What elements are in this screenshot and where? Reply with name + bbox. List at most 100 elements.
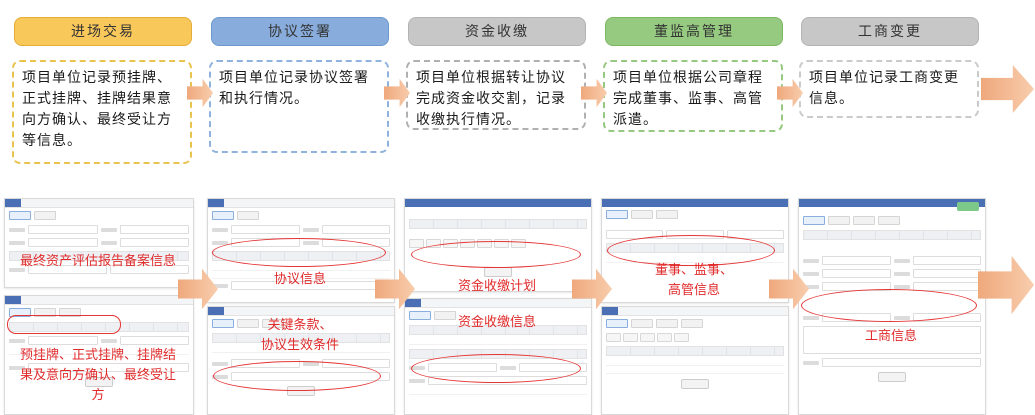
mini-label [100,240,117,245]
mini-button [85,377,113,387]
flow-arrow [581,78,607,108]
mini-titlebar [602,199,788,207]
mini-tab [212,211,234,220]
mini-tab [9,211,31,220]
flow-arrow [187,78,213,108]
mini-tab [9,308,31,317]
mini-form-row [5,223,193,236]
mini-label [212,283,228,288]
mini-tab [59,308,81,317]
stage-header-entry-trading: 进场交易 [14,17,192,46]
mini-toolbar-button [674,333,689,342]
mini-label [100,338,117,343]
stage-header-fund-collection: 资金收缴 [408,17,586,46]
mini-field [119,225,189,234]
flow-arrow [178,268,218,310]
mini-tab [237,319,259,328]
annotation-entry-bottom: 预挂牌、正式挂牌、挂牌结果及意向方确认、最终受让方 [19,347,176,403]
mini-toolbar-button [409,239,424,248]
mini-field [28,225,98,234]
mini-table-header [409,325,587,335]
mini-label [9,240,25,245]
flow-arrow [375,268,415,310]
stage-desc-agreement-sign: 项目单位记录协议签署和执行情况。 [209,60,389,153]
mini-field [119,238,189,247]
callout-ellipse-agreement-info [212,238,386,267]
annotation-agreement-bottom: 关键条款、 协议生效条件 [260,317,339,353]
mini-label [212,240,228,245]
mini-button [878,372,906,382]
mini-label [803,258,819,263]
mini-field [321,225,390,234]
annotation-funds-bottom: 资金收缴信息 [457,314,536,329]
mini-label [803,315,819,320]
mini-tab [237,211,259,220]
mini-table-rows [212,263,390,279]
mini-table-header [212,333,390,343]
mini-tab [212,319,234,328]
callout-ellipse-funds-plan [411,241,581,268]
mini-field [912,256,981,265]
stage-desc-entry-trading: 项目单位记录预挂牌、正式挂牌、挂牌结果意向方确认、最终受让方等信息。 [12,60,192,164]
screenshot-entry-trading-bottom [4,295,194,415]
mini-form-row [5,361,193,374]
flow-arrow [769,268,809,310]
mini-tab [34,308,56,317]
mini-textarea [803,326,981,354]
mini-label [409,378,425,383]
mini-field [28,265,107,274]
callout-ellipse-business-info [801,289,977,322]
stage-header-directors-mgmt: 董监高管理 [605,17,783,46]
mini-tab [853,216,875,225]
mini-toolbar-button [640,333,655,342]
mini-tab [631,210,653,219]
mini-tab [878,216,900,225]
mini-label [9,338,25,343]
mini-field [231,225,300,234]
mini-label [803,271,819,276]
flow-arrow [777,78,803,108]
mini-toolbar-button [606,333,621,342]
mini-label [893,271,910,276]
mini-titlebar [5,199,193,208]
mini-field [28,363,189,372]
flow-arrow [384,78,410,108]
mini-titlebar [405,199,591,207]
mini-titlebar [208,307,394,316]
mini-tab [681,319,703,328]
mini-titlebar [602,307,788,316]
mini-form-row [5,334,193,347]
mini-titlebar [5,296,193,305]
callout-ellipse-agreement-terms [213,361,381,391]
screenshot-entry-trading-top [4,198,194,288]
mini-tab [828,216,850,225]
mini-form-row [799,254,985,267]
annotation-business: 工商信息 [864,328,917,343]
mini-field [822,358,981,367]
mini-table-rows [409,387,587,397]
mini-tab [606,210,628,219]
stage-header-agreement-sign: 协议签署 [211,17,389,46]
mini-titlebar [208,199,394,208]
annotation-entry-top: 最终资产评估报告备案信息 [19,253,176,268]
mini-titlebar [405,299,591,308]
callout-ellipse-funds-info [411,354,581,383]
mini-table-header [9,251,189,261]
screenshot-directors-bottom [601,306,789,415]
stage-desc-business-change: 项目单位记录工商变更信息。 [799,60,979,118]
annotation-directors: 董事、监事、 高管信息 [654,262,733,298]
mini-tab-row [602,207,788,222]
mini-field [726,230,784,239]
mini-label [9,365,25,370]
mini-tab [434,311,456,320]
mini-button [681,379,709,389]
mini-tab [631,319,653,328]
mini-titlebar [799,199,985,211]
mini-field [822,269,891,278]
mini-form-row [799,356,985,369]
flow-arrow [978,255,1034,315]
mini-tab [656,319,678,328]
mini-green-button [957,202,979,211]
mini-label [893,258,910,263]
annotation-agreement-top: 协议信息 [273,271,326,286]
